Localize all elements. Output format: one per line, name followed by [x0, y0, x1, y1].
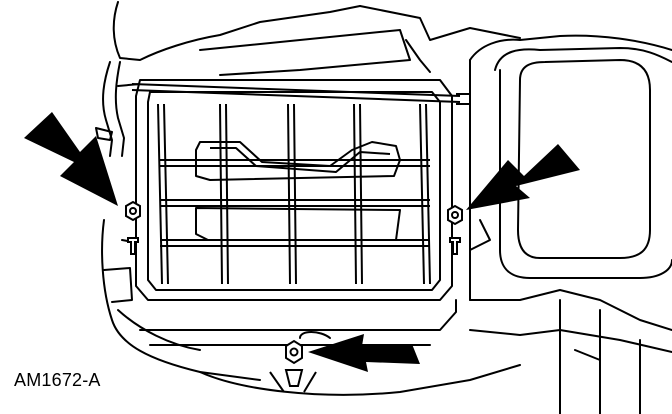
bottom-bracket — [269, 369, 317, 393]
fastener-right-nut — [447, 204, 463, 226]
fastener-left-screw — [127, 237, 139, 255]
figure-label: AM1672-A — [14, 370, 101, 390]
housing-outline — [95, 1, 672, 414]
fastener-left-nut — [125, 200, 141, 222]
arrow-left — [24, 112, 118, 206]
grille-bars — [157, 103, 431, 285]
fastener-bottom-nut — [285, 339, 303, 365]
arrow-right — [466, 144, 580, 210]
arrow-bottom — [308, 334, 420, 372]
fastener-right-screw — [449, 237, 461, 255]
